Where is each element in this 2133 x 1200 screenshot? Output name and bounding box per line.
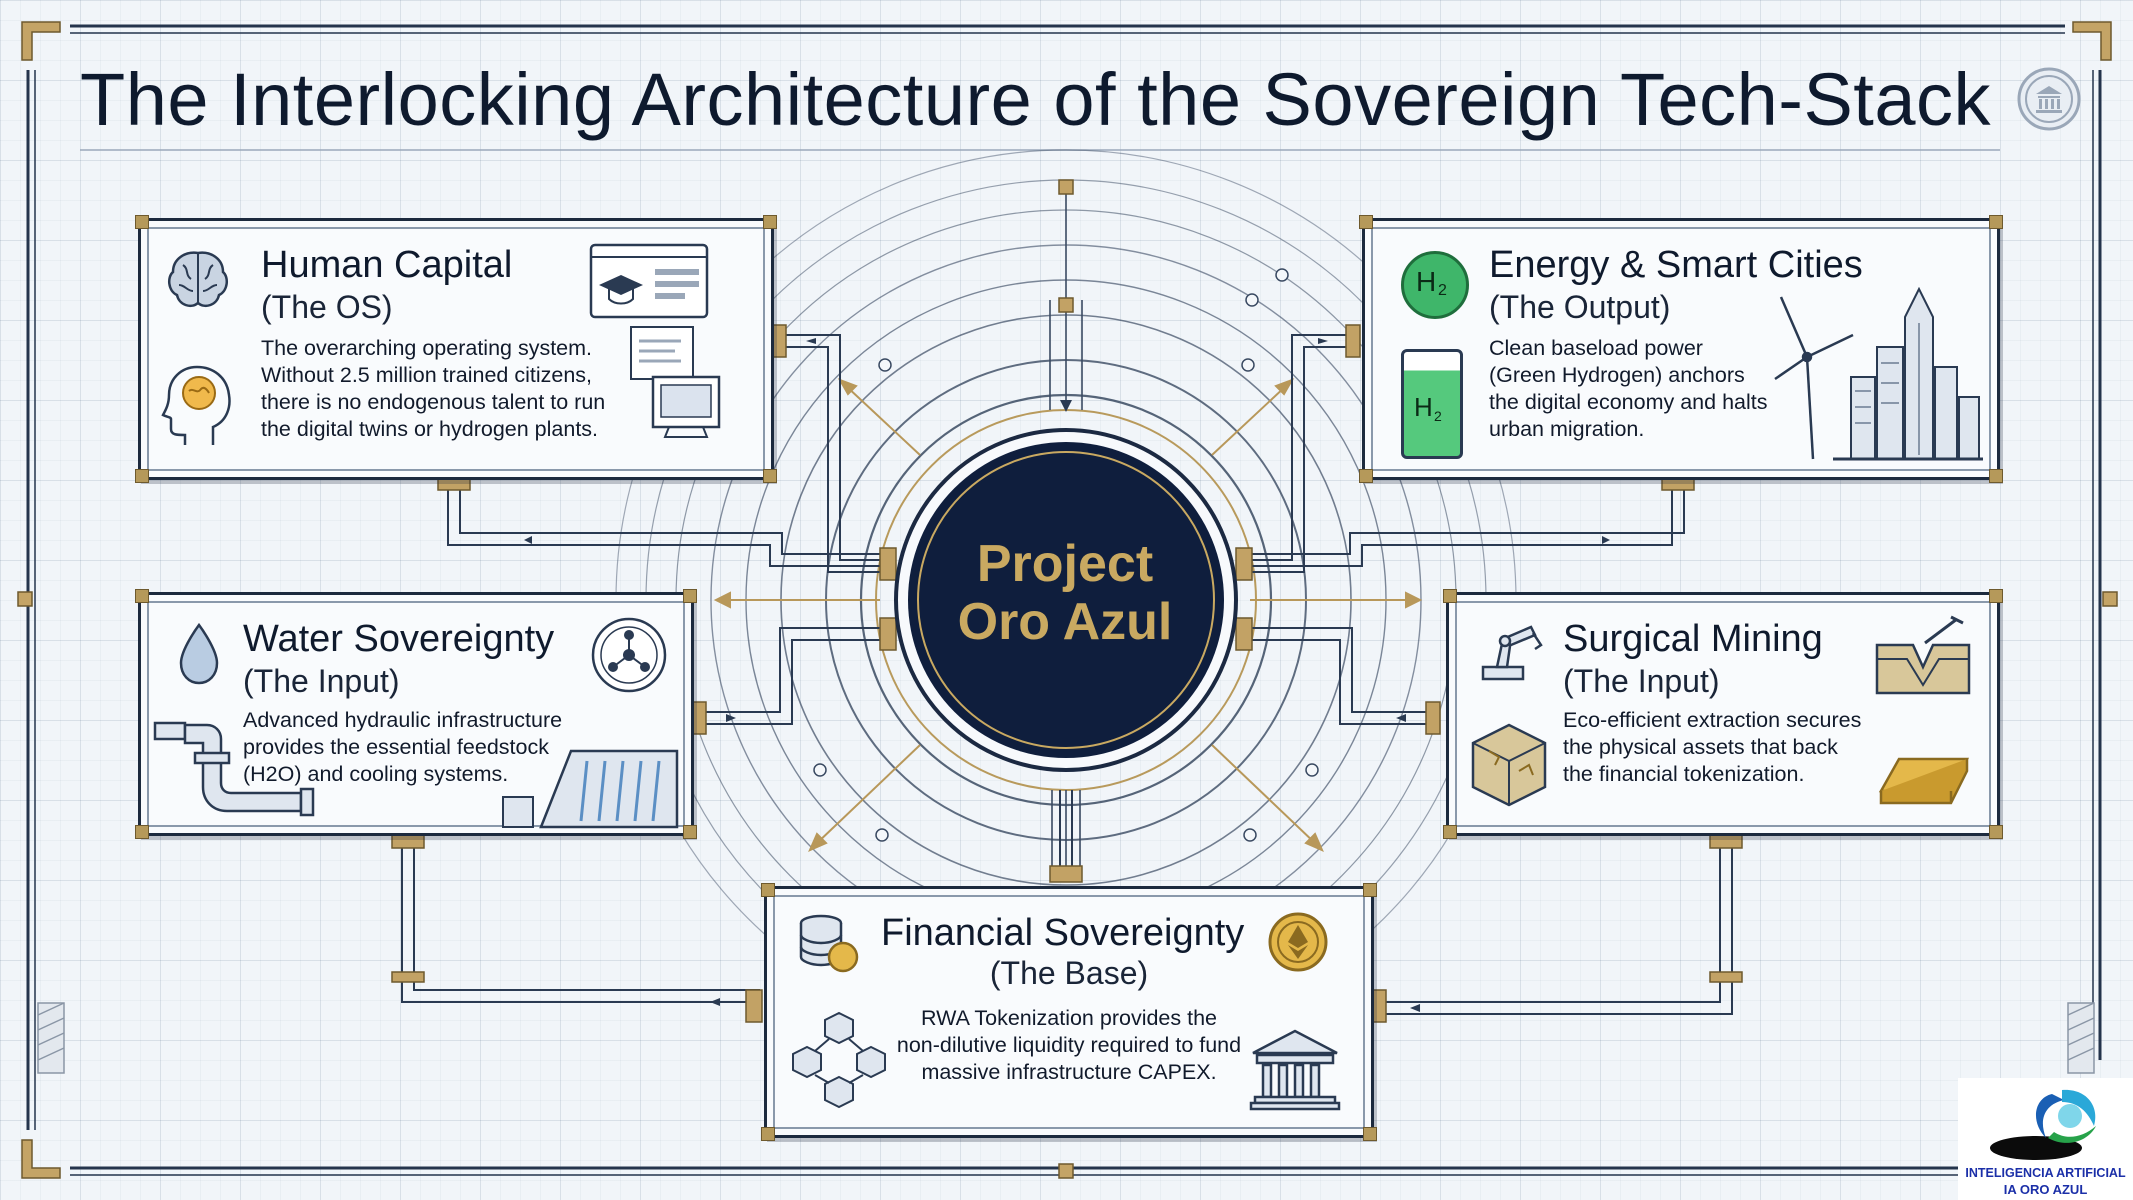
card-subtitle: (The Input) — [243, 663, 400, 699]
ring-nodes — [813, 268, 1319, 842]
monitor-dashboard-icon — [630, 326, 721, 438]
card-water-sovereignty: Water Sovereignty (The Input) Advanced h… — [135, 589, 697, 839]
hub-disk — [894, 428, 1238, 772]
card-corner — [1363, 1127, 1377, 1141]
coin-database-icon — [799, 914, 859, 973]
card-corner — [1443, 589, 1457, 603]
hydrogen-tank-icon: H 2 — [1401, 349, 1463, 459]
card-corner — [135, 825, 149, 839]
page-title: The Interlocking Architecture of the Sov… — [80, 58, 1992, 141]
card-subtitle: (The Output) — [1489, 289, 1671, 325]
card-subtitle: (The OS) — [261, 289, 393, 325]
card-title: Water Sovereignty — [243, 618, 555, 660]
ia-oro-azul-logo: INTELIGENCIA ARTIFICIAL IA ORO AZUL — [1958, 1078, 2133, 1200]
bank-building-icon — [1249, 1029, 1341, 1111]
card-corner — [135, 589, 149, 603]
card-corner — [763, 469, 777, 483]
card-corner — [1989, 469, 2003, 483]
hydrogen-badge-icon: H 2 — [1401, 251, 1469, 319]
card-body: Clean baseload power (Green Hydrogen) an… — [1489, 336, 1768, 441]
head-profile-icon — [161, 365, 231, 445]
graduation-browser-icon — [589, 243, 709, 319]
card-corner — [683, 825, 697, 839]
ore-cube-icon — [1471, 723, 1547, 807]
card-corner — [1443, 825, 1457, 839]
card-surgical-mining: Surgical Mining (The Input) Eco-efficien… — [1443, 589, 2003, 839]
card-corner — [761, 883, 775, 897]
building-seal-icon — [2017, 67, 2081, 131]
card-corner — [1359, 215, 1373, 229]
card-corner — [1363, 883, 1377, 897]
card-corner — [683, 589, 697, 603]
gold-diagonal-arrows — [713, 378, 1423, 852]
robot-arm-icon — [1481, 625, 1543, 681]
hub-line-2: Oro Azul — [957, 593, 1173, 651]
card-body: Eco-efficient extraction secures the phy… — [1563, 708, 1862, 786]
logo-swoosh-icon — [1990, 1089, 2096, 1160]
card-corner — [1989, 589, 2003, 603]
card-title: Energy & Smart Cities — [1489, 244, 1863, 286]
frame-corner-brackets — [17, 21, 2118, 1179]
card-corner — [135, 469, 149, 483]
wind-turbine-city-icon — [1774, 287, 1983, 461]
outer-frame — [26, 24, 2102, 1176]
water-drop-icon — [179, 623, 219, 685]
logo-text-line-1: INTELIGENCIA ARTIFICIAL — [1965, 1166, 2126, 1180]
crypto-coin-icon — [1268, 912, 1328, 972]
card-corner — [135, 215, 149, 229]
card-energy-smart-cities: H 2 H 2 Energy & Smart Cities (The Outpu… — [1359, 215, 2003, 483]
pipe-arrows — [524, 338, 1610, 1012]
card-body: RWA Tokenization provides the non-diluti… — [896, 1006, 1242, 1084]
hydraulic-pipe-icon — [153, 721, 315, 817]
card-financial-sovereignty: Financial Sovereignty (The Base) RWA Tok… — [761, 883, 1377, 1141]
dam-icon — [502, 749, 679, 829]
card-title: Surgical Mining — [1563, 618, 1823, 660]
card-corner — [1359, 469, 1373, 483]
geology-layers-icon — [1875, 615, 1971, 695]
blockchain-cubes-icon — [792, 1011, 886, 1109]
card-body: Advanced hydraulic infrastructure provid… — [243, 708, 563, 786]
card-body: The overarching operating system. Withou… — [261, 336, 606, 441]
pipe-connectors — [401, 334, 1733, 1015]
card-corner — [1989, 215, 2003, 229]
hub-line-1: Project — [976, 535, 1154, 593]
card-subtitle: (The Input) — [1563, 663, 1720, 699]
card-title: Human Capital — [261, 244, 513, 286]
h2-subscript: 2 — [1438, 282, 1447, 299]
gold-bar-icon — [1878, 757, 1970, 805]
card-corner — [761, 1127, 775, 1141]
side-hatching — [37, 1002, 2095, 1074]
card-subtitle: (The Base) — [989, 955, 1149, 991]
molecule-icon — [591, 617, 667, 693]
card-human-capital: Human Capital (The OS) The overarching o… — [135, 215, 777, 483]
tank-h2-subscript: 2 — [1434, 408, 1442, 424]
hub-label: Project Oro Azul — [905, 535, 1225, 651]
tank-h2-label: H — [1414, 392, 1433, 422]
card-title: Financial Sovereignty — [881, 912, 1245, 954]
card-corner — [1989, 825, 2003, 839]
h2-label: H — [1416, 266, 1437, 297]
logo-text-line-2: IA ORO AZUL — [2003, 1182, 2088, 1197]
card-corner — [763, 215, 777, 229]
brain-icon — [168, 251, 228, 307]
